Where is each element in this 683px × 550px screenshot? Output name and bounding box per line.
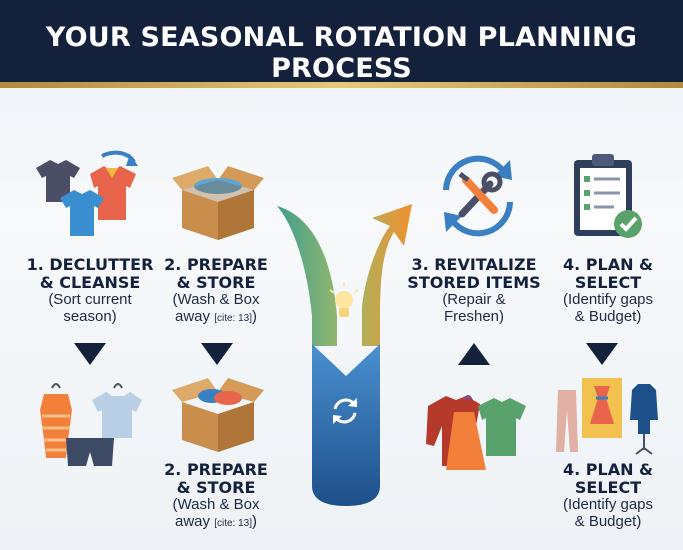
down-arrow-icon	[586, 343, 618, 365]
up-arrow-icon	[458, 343, 490, 365]
summer-clothes-icon	[40, 383, 142, 466]
step-prepare-bottom-label: 2. PREPARE & STORE (Wash & Box away [cit…	[164, 460, 268, 530]
box-icon	[172, 378, 264, 452]
tools-cycle-icon	[443, 155, 513, 237]
lightbulb-icon	[329, 282, 359, 317]
step-prepare-top-label: 2. PREPARE & STORE (Wash & Box away [cit…	[164, 255, 268, 325]
header-bar	[0, 0, 683, 82]
citation: [cite: 13]	[214, 312, 252, 324]
central-flow-arrow-icon	[277, 204, 412, 506]
page-title: YOUR SEASONAL ROTATION PLANNING PROCESS	[45, 22, 638, 84]
down-arrow-icon	[201, 343, 233, 365]
header-accent-line	[0, 82, 683, 88]
outfit-plan-icon	[556, 378, 658, 455]
step-declutter-label: 1. DECLUTTER & CLEANSE (Sort current sea…	[26, 255, 154, 325]
citation: [cite: 13]	[214, 517, 252, 529]
step-revitalize-label: 3. REVITALIZE STORED ITEMS (Repair & Fre…	[407, 255, 541, 325]
refresh-icon	[333, 398, 357, 424]
step-plan-bottom-label: 4. PLAN & SELECT (Identify gaps & Budget…	[562, 460, 654, 530]
clothes-sort-icon	[36, 150, 138, 236]
clipboard-check-icon	[574, 154, 642, 238]
step-plan-top-label: 4. PLAN & SELECT (Identify gaps & Budget…	[562, 255, 654, 325]
sweaters-icon	[426, 395, 526, 470]
down-arrow-icon	[74, 343, 106, 365]
box-icon	[172, 166, 264, 240]
